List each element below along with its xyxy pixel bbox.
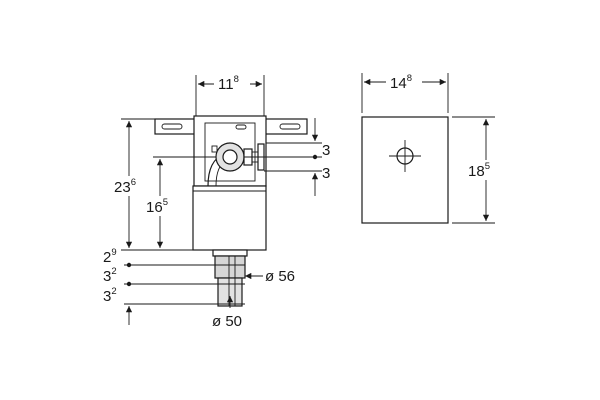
dim-offset-b: 3 [322, 165, 330, 182]
label-outlet-outer-diameter: ø 56 [265, 268, 295, 285]
outlet-collar [212, 249, 248, 257]
dim-offset-a: 3 [322, 142, 330, 159]
dim-plate-height: 185 [468, 161, 490, 180]
cover-plate-view: 148 185 [361, 72, 502, 224]
box-body [192, 185, 267, 251]
dim-spacing-1: 29 [103, 247, 117, 266]
frame-slot [235, 124, 247, 130]
outlet-pipe-outer [214, 255, 246, 279]
dim-total-height: 236 [114, 177, 136, 196]
rail-slot-right [279, 123, 301, 130]
dim-top-width: 118 [218, 74, 239, 93]
label-outlet-inner-diameter: ø 50 [212, 313, 242, 330]
dim-plate-width: 148 [390, 73, 412, 92]
left-dimensions: 118 236 165 3 3 29 32 32 ø 56 [103, 74, 330, 330]
valve-inner [222, 149, 238, 165]
rail-slot-left [161, 123, 183, 130]
dim-spacing-2: 32 [103, 266, 117, 285]
dim-spacing-3: 32 [103, 286, 117, 305]
dim-bowl-height: 165 [146, 197, 168, 216]
